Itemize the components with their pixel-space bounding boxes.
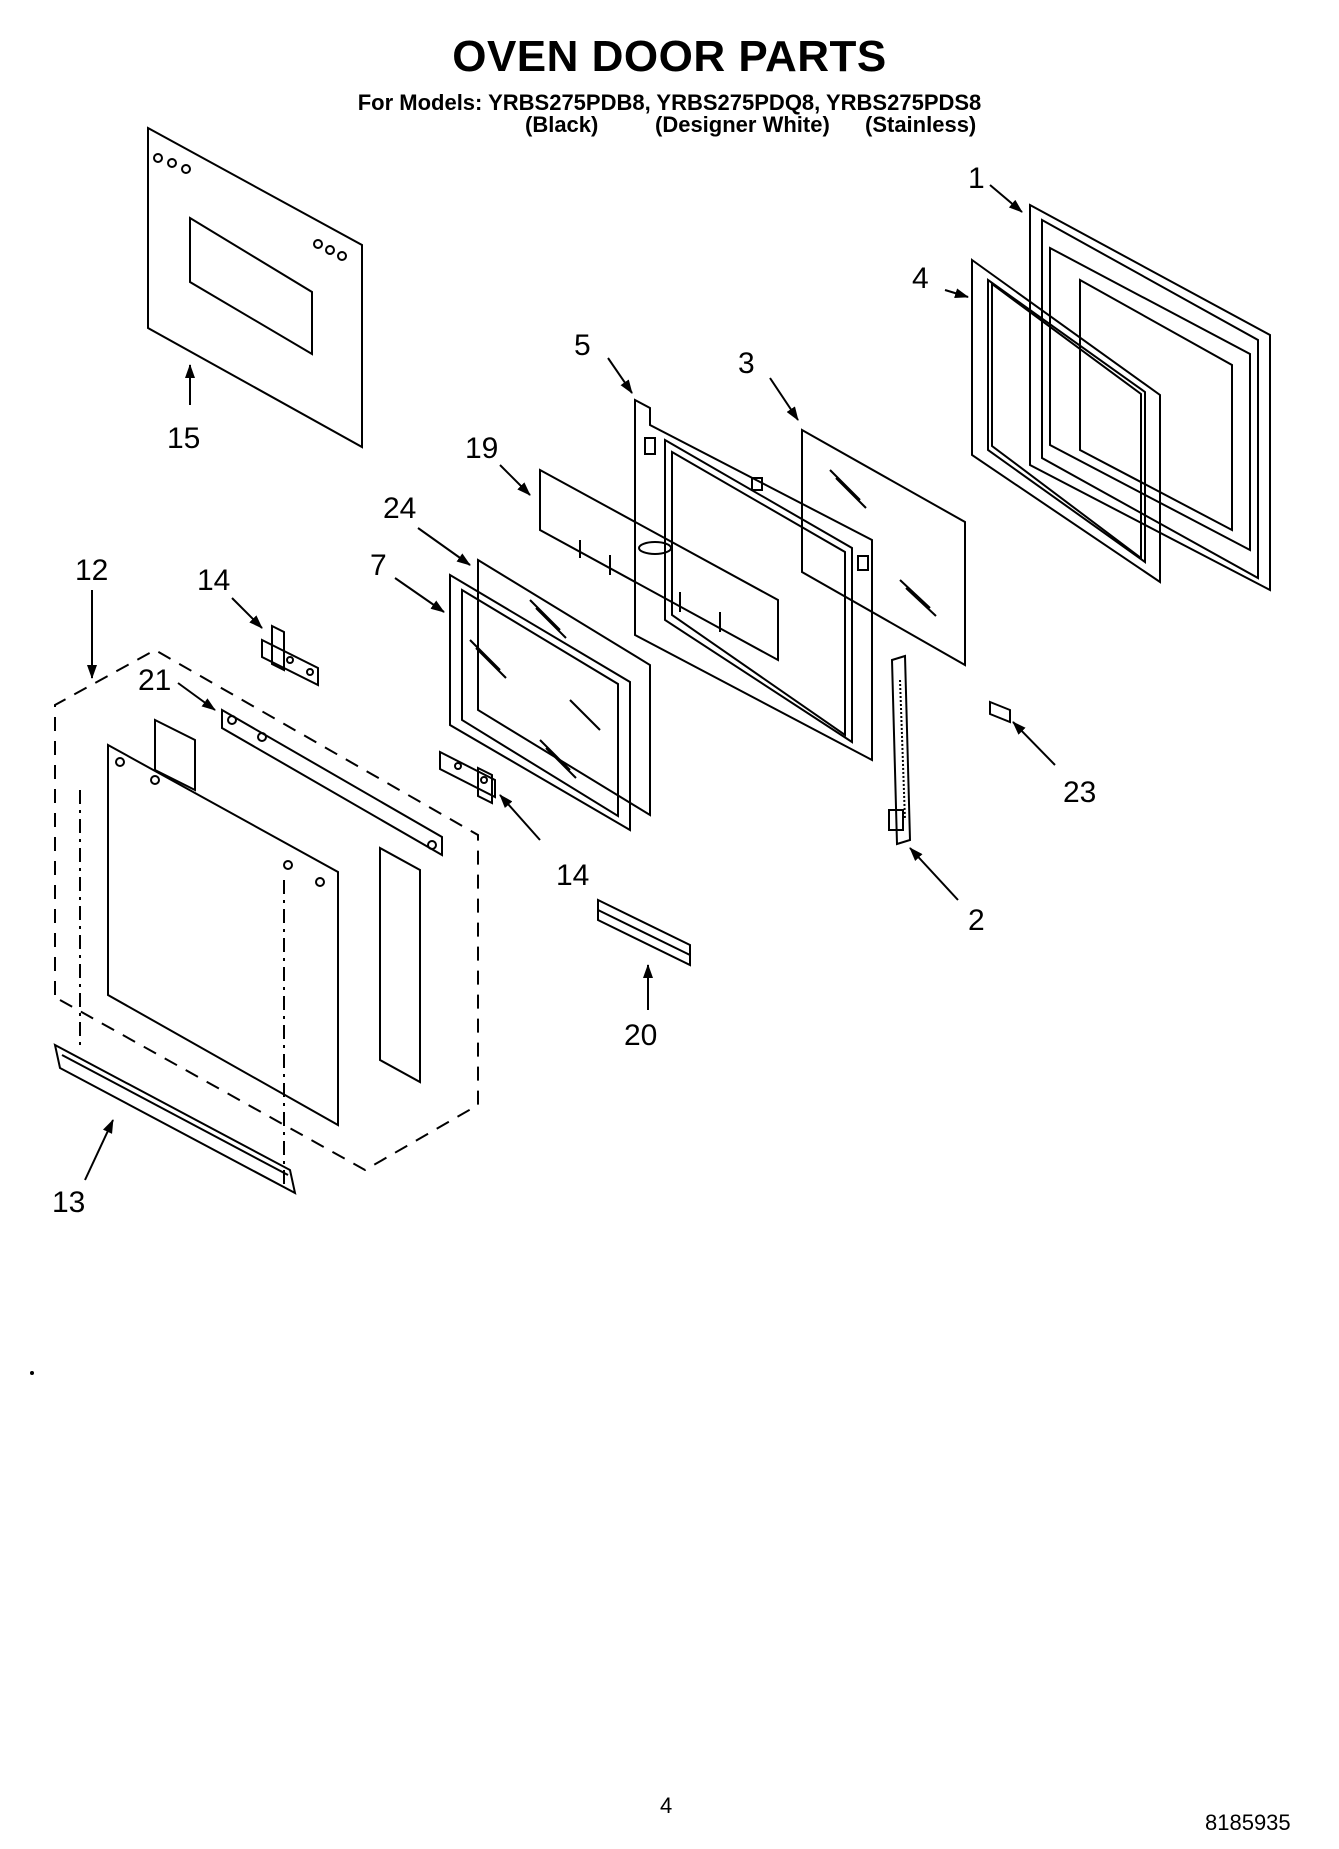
part-14-bracket-middle (439, 750, 496, 805)
callout-5: 5 (574, 329, 591, 362)
part-21-reinforcement-bar (221, 708, 443, 857)
callout-23: 23 (1063, 776, 1096, 809)
callout-21: 21 (138, 664, 171, 697)
document-number: 8185935 (1205, 1810, 1291, 1835)
part-5-glass-frame (634, 398, 873, 762)
part-13-handle-trim (53, 1043, 297, 1195)
callout-7: 7 (370, 549, 387, 582)
part-12-door-assembly (54, 648, 479, 1190)
callout-13: 13 (52, 1186, 85, 1219)
models-line: For Models: YRBS275PDB8, YRBS275PDQ8, YR… (357, 90, 982, 115)
part-20-vent-strip (597, 898, 691, 967)
page-title: OVEN DOOR PARTS (452, 32, 887, 81)
part-24-glass (477, 558, 651, 817)
callout-15: 15 (167, 422, 200, 455)
variant-designer-white: (Designer White) (655, 112, 830, 137)
variant-stainless: (Stainless) (865, 112, 977, 137)
callout-14-middle: 14 (556, 859, 589, 892)
variant-black: (Black) (525, 112, 599, 137)
page-number: 4 (660, 1793, 673, 1818)
part-23-clip (989, 700, 1011, 724)
part-19-heat-shield (539, 468, 779, 662)
part-3-inner-glass (801, 428, 966, 667)
part-2-hinge (888, 654, 912, 846)
callout-3: 3 (738, 347, 755, 380)
part-7-outer-glass (449, 573, 631, 832)
callout-19: 19 (465, 432, 498, 465)
part-4-door-gasket (971, 258, 1161, 584)
callout-14-top: 14 (197, 564, 230, 597)
callout-1: 1 (968, 162, 985, 195)
stray-dot (30, 1371, 34, 1375)
callout-labels: 1 2 3 4 5 7 12 13 14 14 15 19 20 21 23 2… (52, 162, 1096, 1219)
callout-4: 4 (912, 262, 929, 295)
part-15-outer-door-panel (147, 126, 363, 449)
callout-24: 24 (383, 492, 416, 525)
callout-20: 20 (624, 1019, 657, 1052)
callout-2: 2 (968, 904, 985, 937)
part-14-bracket-top (261, 624, 319, 687)
leader-arrows (84, 184, 1056, 1181)
callout-12: 12 (75, 554, 108, 587)
part-1-door-liner (1029, 203, 1271, 592)
